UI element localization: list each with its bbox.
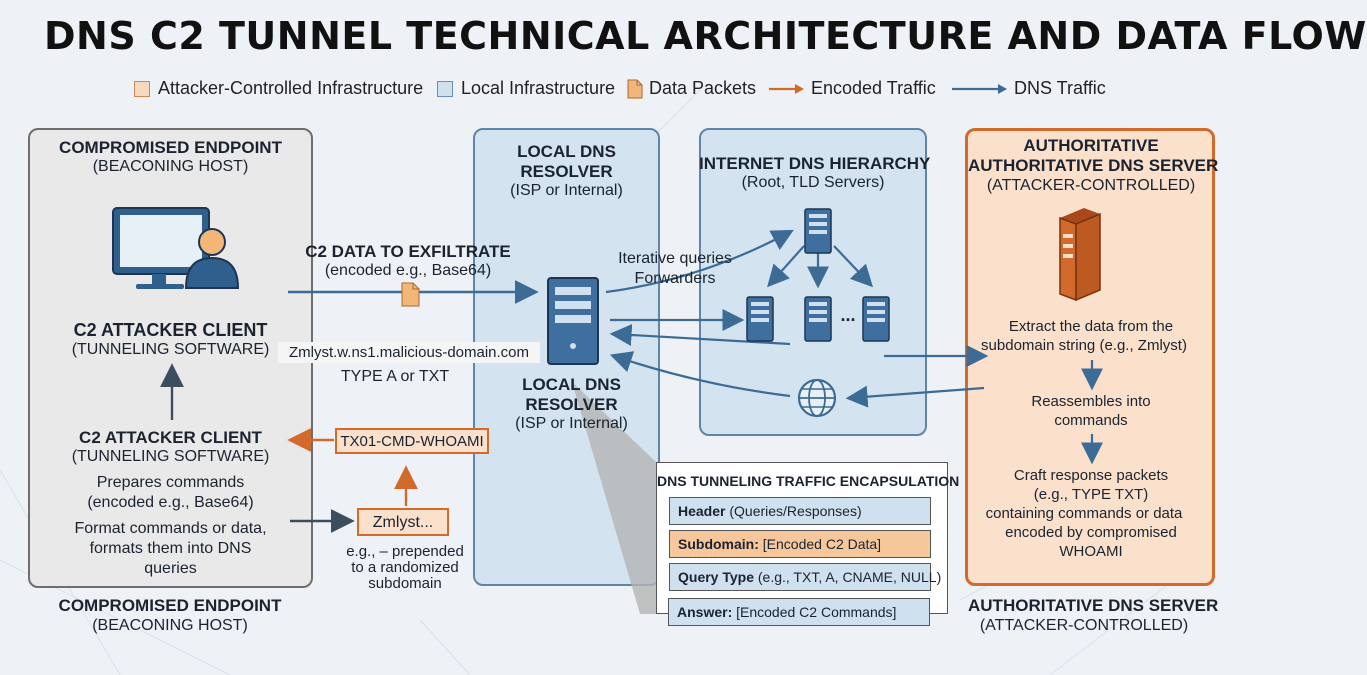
exfil-title: C2 DATA TO EXFILTRATE [305, 242, 511, 261]
command-tag: TX01-CMD-WHOAMI [335, 428, 489, 454]
resolver-subtitle: (ISP or Internal) [510, 182, 623, 199]
tld-server-icon [804, 296, 832, 342]
client2-subtitle: (TUNNELING SOFTWARE) [71, 448, 270, 465]
subdomain-tag: Zmlyst... [357, 508, 449, 536]
computer-user-icon [112, 207, 240, 289]
endpoint-footer-subtitle: (BEACONING HOST) [92, 617, 248, 634]
encapsulation-callout-wedge [572, 382, 656, 614]
authoritative-panel [965, 128, 1215, 586]
client-subtitle: (TUNNELING SOFTWARE) [71, 341, 270, 358]
craft-line: WHOAMI [1059, 543, 1123, 560]
resolver-bottom-title: LOCAL DNS [522, 375, 621, 394]
authoritative-footer-subtitle: (ATTACKER-CONTROLLED) [979, 617, 1189, 634]
iterative-label: Iterative queries [618, 250, 732, 267]
resolver-bottom-title: RESOLVER [525, 395, 618, 414]
blue-arrow-icon [952, 83, 1007, 94]
legend-item-local: Local Infrastructure [437, 78, 615, 99]
globe-icon [797, 378, 837, 418]
row-key: Answer: [677, 604, 733, 620]
reassemble-line: commands [1054, 412, 1128, 429]
root-server-icon [804, 208, 832, 254]
legend-item-encoded: Encoded Traffic [769, 78, 936, 99]
extract-line: Extract the data from the [1008, 318, 1174, 335]
legend-swatch-local [437, 80, 453, 97]
prepend-note: to a randomized [351, 559, 459, 576]
legend-label: Attacker-Controlled Infrastructure [158, 78, 424, 98]
reassemble-line: Reassembles into [1031, 393, 1151, 410]
legend-item-attacker: Attacker-Controlled Infrastructure [134, 78, 423, 99]
forwarders-label: Forwarders [634, 270, 716, 287]
encapsulation-row-query-type: Query Type (e.g., TXT, A, CNAME, NULL) [669, 563, 941, 591]
legend-label: Data Packets [649, 78, 757, 98]
endpoint-footer-title: COMPROMISED ENDPOINT [58, 596, 282, 615]
prepend-note: e.g., – prepended [346, 543, 464, 560]
query-type: TYPE A or TXT [340, 368, 450, 385]
row-value: (Queries/Responses) [725, 503, 862, 519]
prepares-line: Prepares commands [96, 474, 245, 491]
legend-label: DNS Traffic [1014, 78, 1106, 98]
format-line: Format commands or data, [74, 520, 267, 537]
row-key: Header [678, 503, 726, 519]
row-value: (e.g., TXT, A, CNAME, NULL) [754, 569, 942, 585]
client-title: C2 ATTACKER CLIENT [73, 320, 268, 340]
encapsulation-title: DNS TUNNELING TRAFFIC ENCAPSULATION [657, 473, 960, 489]
legend: Attacker-Controlled Infrastructure Local… [0, 78, 1200, 102]
authoritative-title: AUTHORITATIVE [1023, 136, 1159, 155]
authoritative-server-icon [1059, 208, 1101, 302]
endpoint-panel [28, 128, 313, 588]
legend-label: Local Infrastructure [461, 78, 616, 98]
endpoint-title: COMPROMISED ENDPOINT [59, 138, 282, 157]
hierarchy-title: INTERNET DNS HIERARCHY [699, 154, 931, 173]
hierarchy-subtitle: (Root, TLD Servers) [741, 174, 885, 191]
document-icon [627, 79, 643, 98]
encapsulation-box: DNS TUNNELING TRAFFIC ENCAPSULATION Head… [656, 462, 960, 614]
authoritative-subtitle: (ATTACKER-CONTROLLED) [986, 177, 1196, 194]
craft-line: encoded by compromised [1005, 524, 1177, 541]
data-packet-icon [401, 282, 420, 307]
flow-arrows [112, 207, 1103, 533]
resolver-title: RESOLVER [520, 162, 613, 181]
legend-swatch-attacker [134, 80, 150, 97]
legend-item-packets: Data Packets [627, 78, 756, 99]
extract-line: subdomain string (e.g., Zmlyst) [981, 337, 1187, 354]
encapsulation-row-answer: Answer: [Encoded C2 Commands] [668, 598, 930, 626]
prepend-note: subdomain [368, 575, 442, 592]
craft-line: Craft response packets [1013, 467, 1169, 484]
authoritative-footer-title: AUTHORITATIVE DNS SERVER [968, 596, 1219, 615]
client2-title: C2 ATTACKER CLIENT [79, 428, 262, 447]
query-domain: Zmlyst.w.ns1.malicious-domain.com [278, 342, 540, 363]
encapsulation-row-header: Header (Queries/Responses) [669, 497, 931, 525]
format-line: formats them into DNS [89, 540, 252, 557]
resolver-title: LOCAL DNS [517, 142, 616, 161]
legend-label: Encoded Traffic [811, 78, 936, 98]
craft-line: (e.g., TYPE TXT) [1033, 486, 1149, 503]
encapsulation-row-subdomain: Subdomain: [Encoded C2 Data] [669, 530, 931, 558]
format-line: queries [144, 560, 197, 577]
resolver-bottom-subtitle: (ISP or Internal) [515, 415, 628, 432]
resolver-server-icon [547, 277, 599, 365]
row-value: [Encoded C2 Data] [758, 536, 882, 552]
tld-server-icon [746, 296, 774, 342]
prepares-line: (encoded e.g., Base64) [87, 494, 254, 511]
orange-arrow-icon [769, 83, 804, 94]
row-key: Subdomain: [678, 536, 759, 552]
exfil-subtitle: (encoded e.g., Base64) [324, 262, 492, 279]
more-servers-dots: ... [840, 305, 856, 325]
row-value: [Encoded C2 Commands] [732, 604, 897, 620]
authoritative-title: AUTHORITATIVE DNS SERVER [968, 156, 1219, 175]
tld-server-icon [862, 296, 890, 342]
page-title: DNS C2 TUNNEL TECHNICAL ARCHITECTURE AND… [44, 14, 1367, 58]
legend-item-dns: DNS Traffic [952, 78, 1106, 99]
craft-line: containing commands or data [985, 505, 1183, 522]
row-key: Query Type [678, 569, 754, 585]
endpoint-subtitle: (BEACONING HOST) [92, 158, 249, 175]
